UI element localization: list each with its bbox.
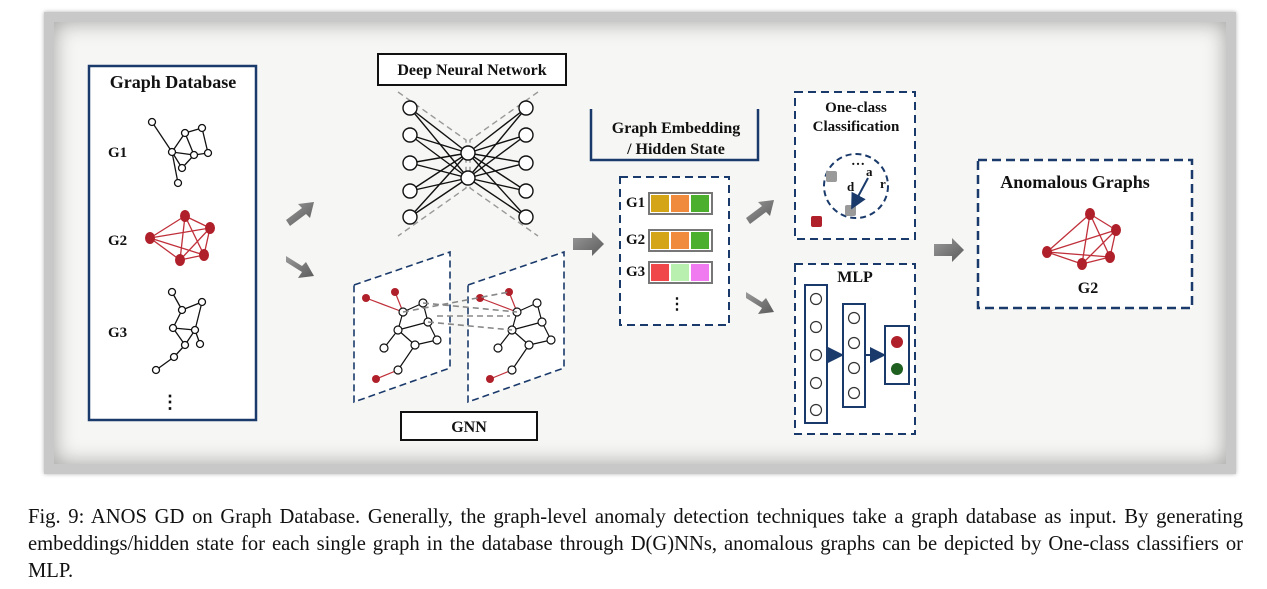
radius-arrow bbox=[851, 177, 869, 210]
embedding-block: Graph Embedding / Hidden State G1 G2 G3 … bbox=[589, 109, 760, 326]
output-normal-node bbox=[891, 363, 903, 375]
arrow-to-gnn bbox=[286, 256, 314, 278]
one-class-dots: … bbox=[851, 154, 865, 169]
one-class-block: One-class Classification … a d r bbox=[794, 91, 916, 240]
anomaly-sample bbox=[811, 216, 822, 227]
arrow-to-one-class bbox=[746, 200, 774, 224]
embedding-title-line1: Graph Embedding bbox=[612, 120, 740, 137]
graph-g2 bbox=[145, 210, 215, 266]
arrow-to-embedding bbox=[573, 232, 604, 256]
embedding-cell bbox=[651, 232, 669, 249]
embedding-cell bbox=[651, 195, 669, 212]
anomalous-graphs-block: Anomalous Graphs G2 bbox=[976, 158, 1194, 310]
dnn-title: Deep Neural Network bbox=[397, 62, 546, 79]
dnn-edge bbox=[467, 152, 527, 192]
graph-database-panel: Graph Database G1 G2 G3 ⋮ bbox=[87, 64, 258, 422]
one-class-title-line2: Classification bbox=[813, 119, 900, 135]
gnn-title: GNN bbox=[451, 419, 487, 436]
dnn-edge bbox=[467, 177, 527, 218]
embedding-cell bbox=[691, 195, 709, 212]
embedding-cell bbox=[671, 264, 689, 281]
dnn-edge bbox=[467, 107, 527, 179]
dnn-edge bbox=[409, 152, 469, 164]
graph-label-g3: G3 bbox=[108, 325, 127, 341]
embedding-label-g1: G1 bbox=[626, 195, 645, 211]
normal-sample-1 bbox=[826, 171, 837, 182]
mlp-title: MLP bbox=[837, 269, 873, 286]
label-r: r bbox=[880, 176, 886, 191]
anomalous-graph bbox=[1042, 208, 1121, 270]
output-anomaly-node bbox=[891, 336, 903, 348]
embedding-cell bbox=[691, 264, 709, 281]
dnn-edge bbox=[467, 134, 527, 179]
graph-database-ellipsis: ⋮ bbox=[161, 392, 179, 412]
dnn-edge bbox=[409, 152, 469, 218]
dnn-network bbox=[397, 91, 539, 237]
dnn-edge bbox=[409, 152, 469, 192]
embedding-label-g2: G2 bbox=[626, 232, 645, 248]
normal-sample-2 bbox=[845, 205, 856, 216]
embedding-ellipsis: ⋮ bbox=[669, 296, 685, 313]
dnn-block: Deep Neural Network bbox=[377, 53, 567, 237]
embedding-cell bbox=[651, 264, 669, 281]
graph-g1 bbox=[147, 117, 213, 188]
label-d: d bbox=[847, 179, 855, 194]
dnn-edge bbox=[467, 162, 527, 179]
graph-g3 bbox=[151, 287, 207, 375]
dnn-edge bbox=[467, 152, 527, 164]
dnn-edge bbox=[409, 177, 469, 218]
label-a: a bbox=[866, 164, 873, 179]
embedding-cell bbox=[671, 195, 689, 212]
dnn-edge bbox=[467, 107, 527, 154]
gnn-block: GNN bbox=[353, 250, 565, 441]
figure-caption: Fig. 9: ANOS GD on Graph Database. Gener… bbox=[28, 506, 1243, 582]
arrow-to-mlp bbox=[746, 292, 774, 314]
embedding-cell bbox=[671, 232, 689, 249]
dnn-edge bbox=[467, 177, 527, 192]
dnn-edge bbox=[409, 107, 469, 179]
embedding-title-line2: / Hidden State bbox=[626, 141, 725, 158]
anomalous-title: Anomalous Graphs bbox=[1000, 172, 1150, 192]
hypersphere-boundary bbox=[823, 153, 889, 219]
graph-label-g1: G1 bbox=[108, 145, 127, 161]
embedding-vectors bbox=[648, 192, 713, 284]
graph-label-g2: G2 bbox=[108, 233, 127, 249]
arrow-to-anomalous bbox=[934, 238, 964, 262]
dnn-edge bbox=[409, 107, 469, 154]
mlp-block: MLP bbox=[794, 263, 916, 435]
embedding-label-g3: G3 bbox=[626, 264, 645, 280]
dnn-edge bbox=[409, 134, 469, 179]
dnn-edge bbox=[409, 162, 469, 179]
arrow-to-dnn bbox=[286, 202, 314, 226]
embedding-cell bbox=[691, 232, 709, 249]
dnn-edge bbox=[409, 134, 469, 154]
anomalous-label: G2 bbox=[1078, 280, 1098, 297]
graph-database-title: Graph Database bbox=[110, 72, 237, 92]
mlp-output-layer bbox=[884, 325, 910, 385]
gnn-message-links bbox=[402, 291, 518, 331]
one-class-title-line1: One-class bbox=[825, 100, 887, 116]
